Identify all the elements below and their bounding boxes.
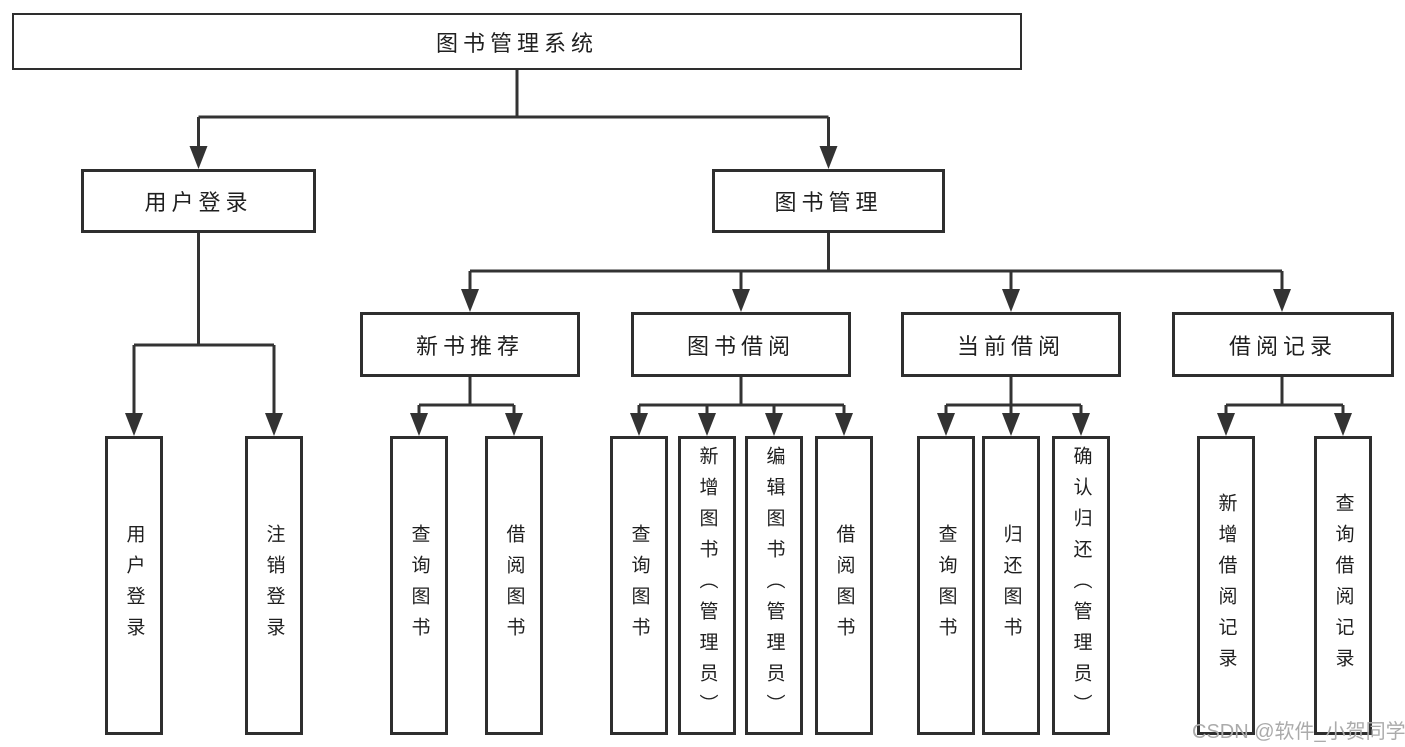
arrow-down-icon bbox=[698, 413, 716, 436]
arrow-down-icon bbox=[1002, 413, 1020, 436]
arrow-down-icon bbox=[732, 289, 750, 312]
leaf-query-book-borrow: 查询图书 bbox=[610, 436, 668, 735]
arrow-down-icon bbox=[125, 413, 143, 436]
leaf-label: 查询图书 bbox=[628, 523, 650, 648]
csdn-watermark: CSDN @软件_小贺同学 bbox=[1192, 721, 1405, 743]
node-current-borrow: 当前借阅 bbox=[901, 312, 1121, 377]
leaf-label: 新增图书（管理员） bbox=[696, 446, 718, 725]
arrow-down-icon bbox=[835, 413, 853, 436]
arrow-down-icon bbox=[265, 413, 283, 436]
leaf-logout: 注销登录 bbox=[245, 436, 303, 735]
arrow-down-icon bbox=[1334, 413, 1352, 436]
leaf-label: 查询借阅记录 bbox=[1332, 492, 1354, 679]
node-library-management-system: 图书管理系统 bbox=[12, 13, 1022, 70]
leaf-confirm-return-admin: 确认归还（管理员） bbox=[1052, 436, 1110, 735]
leaf-label: 查询图书 bbox=[408, 523, 430, 648]
leaf-label: 新增借阅记录 bbox=[1215, 492, 1237, 679]
arrow-down-icon bbox=[630, 413, 648, 436]
leaf-label: 编辑图书（管理员） bbox=[763, 446, 785, 725]
node-book-borrow: 图书借阅 bbox=[631, 312, 851, 377]
arrow-down-icon bbox=[461, 289, 479, 312]
leaf-edit-book-admin: 编辑图书（管理员） bbox=[745, 436, 803, 735]
arrow-down-icon bbox=[819, 146, 838, 169]
leaf-query-book-new: 查询图书 bbox=[390, 436, 448, 735]
leaf-add-book-admin: 新增图书（管理员） bbox=[678, 436, 736, 735]
arrow-down-icon bbox=[410, 413, 428, 436]
leaf-return-book: 归还图书 bbox=[982, 436, 1040, 735]
leaf-label: 借阅图书 bbox=[833, 523, 855, 648]
connector-book-management-to-level3 bbox=[461, 233, 1291, 312]
connector-root-to-level2 bbox=[189, 70, 838, 169]
leaf-add-borrow-record: 新增借阅记录 bbox=[1197, 436, 1255, 735]
leaf-borrow-book-new: 借阅图书 bbox=[485, 436, 543, 735]
leaf-query-borrow-record: 查询借阅记录 bbox=[1314, 436, 1372, 735]
leaf-label: 归还图书 bbox=[1000, 523, 1022, 648]
leaf-label: 借阅图书 bbox=[503, 523, 525, 648]
connector-borrow-records-to-leaves bbox=[1217, 377, 1352, 436]
node-book-management: 图书管理 bbox=[712, 169, 945, 233]
leaf-label: 确认归还（管理员） bbox=[1070, 446, 1092, 725]
leaf-user-login: 用户登录 bbox=[105, 436, 163, 735]
arrow-down-icon bbox=[1273, 289, 1291, 312]
arrow-down-icon bbox=[765, 413, 783, 436]
arrow-down-icon bbox=[505, 413, 523, 436]
leaf-label: 查询图书 bbox=[935, 523, 957, 648]
arrow-down-icon bbox=[1002, 289, 1020, 312]
node-borrow-records: 借阅记录 bbox=[1172, 312, 1394, 377]
arrow-down-icon bbox=[189, 146, 208, 169]
arrow-down-icon bbox=[1072, 413, 1090, 436]
node-user-login: 用户登录 bbox=[81, 169, 316, 233]
arrow-down-icon bbox=[937, 413, 955, 436]
arrow-down-icon bbox=[1217, 413, 1235, 436]
connector-book-borrow-to-leaves bbox=[630, 377, 853, 436]
leaf-label: 用户登录 bbox=[123, 523, 145, 648]
node-new-book-recommend: 新书推荐 bbox=[360, 312, 580, 377]
leaf-label: 注销登录 bbox=[263, 523, 285, 648]
connector-current-borrow-to-leaves bbox=[937, 377, 1090, 436]
leaf-query-book-current: 查询图书 bbox=[917, 436, 975, 735]
connector-new-book-to-leaves bbox=[410, 377, 523, 436]
connector-user-login-to-leaves bbox=[125, 233, 283, 436]
leaf-borrow-book: 借阅图书 bbox=[815, 436, 873, 735]
